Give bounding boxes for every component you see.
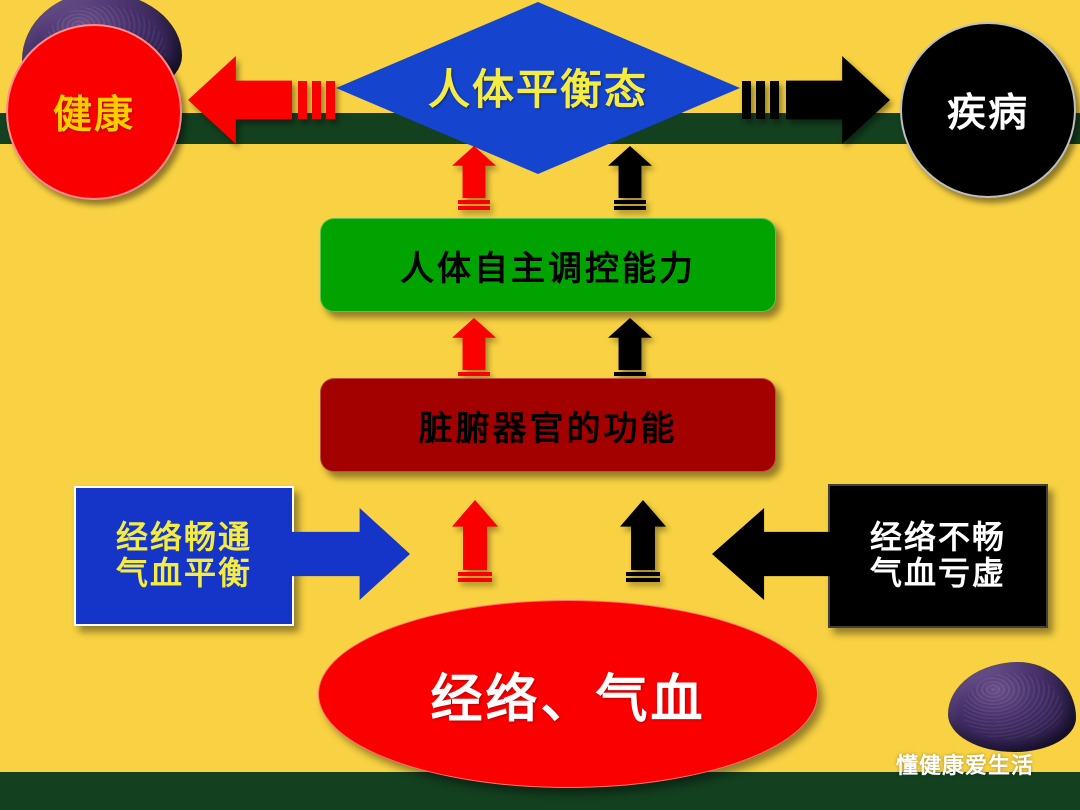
arrow-organs-to-regulation-black xyxy=(608,318,652,382)
arrow-base-stripe xyxy=(626,572,660,576)
arrow-segment xyxy=(312,80,321,120)
arrow-organs-to-regulation-red xyxy=(452,318,496,382)
node-organs-label: 脏腑器官的功能 xyxy=(418,409,678,448)
node-meridian: 经络、气血 xyxy=(318,600,818,788)
arrow-segment xyxy=(756,80,765,120)
node-blocked-line1: 经络不畅 xyxy=(869,519,1006,556)
node-health-label: 健康 xyxy=(52,94,135,137)
node-smooth-line1: 经络畅通 xyxy=(115,519,252,556)
arrow-segment xyxy=(742,80,751,120)
arrow-base-stripe xyxy=(458,200,490,204)
node-regulation-label: 人体自主调控能力 xyxy=(400,249,696,288)
node-balance-label: 人体平衡态 xyxy=(427,65,648,113)
arrow-segment xyxy=(326,80,335,120)
arrow-regulation-to-balance-black xyxy=(608,146,652,210)
arrow-head xyxy=(188,56,292,144)
arrow-smooth-to-meridian xyxy=(290,508,410,600)
watermark-text: 懂健康爱生活 xyxy=(896,753,1035,778)
arrow-base-stripe xyxy=(614,206,646,210)
node-disease-label: 疾病 xyxy=(946,92,1029,135)
arrow-to-disease xyxy=(742,56,890,144)
arrow-meridian-to-organs-red xyxy=(452,500,498,582)
arrow-body xyxy=(452,146,496,198)
node-blocked-meridian: 经络不畅 气血亏虚 xyxy=(828,484,1048,628)
node-organs: 脏腑器官的功能 xyxy=(320,378,776,472)
arrow-head xyxy=(786,56,890,144)
arrow-segment xyxy=(770,80,779,120)
arrow-base-stripe xyxy=(458,206,490,210)
arrow-body xyxy=(608,146,652,198)
node-meridian-label: 经络、气血 xyxy=(430,670,706,729)
arrow-base-stripe xyxy=(626,578,660,582)
arrow-base-stripe xyxy=(614,200,646,204)
arrow-body xyxy=(620,500,666,570)
node-regulation: 人体自主调控能力 xyxy=(320,218,776,312)
arrow-base-stripe xyxy=(614,372,646,376)
arrow-base-stripe xyxy=(458,372,490,376)
arrow-body xyxy=(452,500,498,570)
arrow-base-stripe xyxy=(458,578,492,582)
arrow-regulation-to-balance-red xyxy=(452,146,496,210)
node-balance: 人体平衡态 xyxy=(336,2,740,174)
reishi-mushroom-icon xyxy=(948,662,1076,752)
node-disease: 疾病 xyxy=(900,22,1076,198)
arrow-to-health xyxy=(188,56,336,144)
arrow-base-stripe xyxy=(458,572,492,576)
arrow-body xyxy=(608,318,652,370)
node-smooth-line2: 气血平衡 xyxy=(115,555,252,591)
arrow-blocked-to-meridian xyxy=(712,508,836,600)
node-health: 健康 xyxy=(6,24,182,200)
arrow-meridian-to-organs-black xyxy=(620,500,666,582)
node-blocked-line2: 气血亏虚 xyxy=(869,555,1006,591)
arrow-body xyxy=(452,318,496,370)
node-smooth-meridian: 经络畅通 气血平衡 xyxy=(74,486,294,626)
arrow-segment xyxy=(298,80,307,120)
